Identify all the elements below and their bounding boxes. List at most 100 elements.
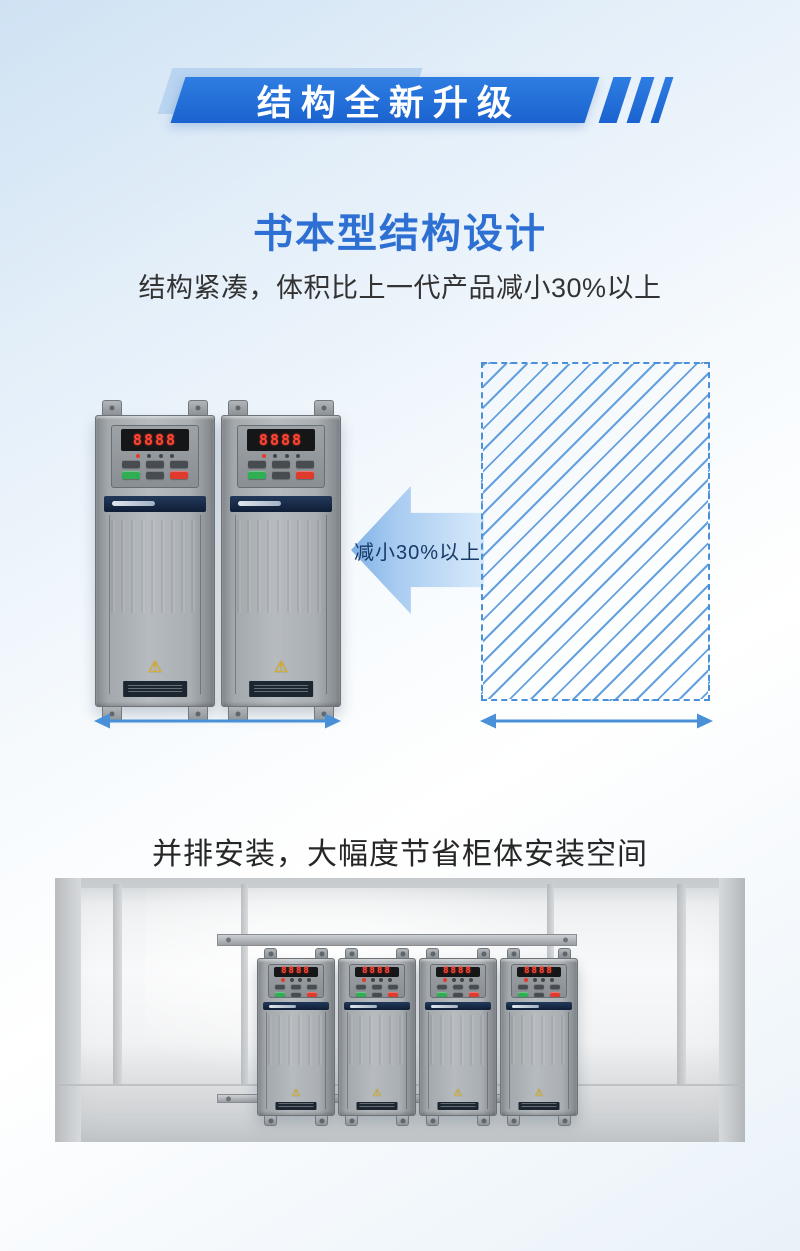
mounting-tab-icon — [396, 1116, 409, 1126]
keypad-panel: 8888 — [237, 424, 325, 489]
brand-logo — [430, 1004, 458, 1008]
heatsink-ribs — [237, 520, 325, 614]
keypad-keys — [274, 983, 318, 997]
run-key — [355, 991, 366, 997]
display-digits: 8888 — [281, 966, 311, 977]
inverter-device: 8888 ⚠ — [95, 400, 215, 722]
installation-photo: 8888 ⚠ — [55, 878, 745, 1142]
up-key — [371, 983, 383, 989]
inverter-device: 8888 ⚠ — [221, 400, 341, 722]
banner-ribbon: 结构全新升级 — [170, 77, 600, 123]
mounting-tabs — [257, 948, 335, 958]
product-label — [356, 1101, 398, 1111]
menu-key — [247, 460, 266, 469]
seven-segment-display: 8888 — [246, 429, 316, 452]
menu-key — [355, 983, 366, 989]
width-arrow-new-icon — [94, 713, 341, 729]
seven-segment-display: 8888 — [355, 967, 399, 977]
display-digits: 8888 — [258, 430, 304, 449]
brand-strip — [104, 495, 206, 512]
installed-inverter-row: 8888 ⚠ — [257, 948, 578, 1126]
mounting-feet — [257, 1116, 335, 1126]
product-label — [249, 681, 313, 698]
previous-generation-size-outline — [481, 362, 710, 701]
inverter-device: 8888 ⚠ — [500, 948, 578, 1126]
menu-key — [121, 460, 140, 469]
mounting-tab-icon — [228, 400, 248, 415]
display-digits: 8888 — [132, 430, 178, 449]
new-product-pair: 8888 ⚠ — [95, 400, 341, 722]
width-arrow-old-icon — [480, 713, 713, 729]
shift-key — [469, 983, 480, 989]
heatsink-ribs — [510, 1015, 568, 1066]
keypad-panel: 8888 — [510, 963, 568, 998]
run-key — [247, 471, 266, 480]
mounting-tab-icon — [345, 1116, 358, 1126]
warning-icon: ⚠ — [291, 1087, 301, 1099]
mounting-tab-icon — [426, 948, 439, 958]
inverter-device: 8888 ⚠ — [257, 948, 335, 1126]
warning-icon: ⚠ — [273, 658, 289, 676]
brand-logo — [349, 1004, 377, 1008]
mounting-tabs — [95, 400, 215, 415]
mounting-tab-icon — [315, 948, 328, 958]
inverter-body: 8888 ⚠ — [257, 958, 335, 1116]
shift-key — [296, 460, 315, 469]
heatsink-ribs — [429, 1015, 487, 1066]
warning-icon: ⚠ — [372, 1087, 382, 1099]
seven-segment-display: 8888 — [436, 967, 480, 977]
shift-key — [307, 983, 318, 989]
indicator-leds — [520, 978, 558, 983]
menu-key — [517, 983, 528, 989]
banner-slash-icon — [650, 77, 674, 123]
warning-icon: ⚠ — [147, 658, 163, 676]
mounting-tab-icon — [507, 1116, 520, 1126]
mounting-tabs — [419, 948, 497, 958]
mounting-tab-icon — [188, 400, 208, 415]
seven-segment-display: 8888 — [120, 429, 190, 452]
keypad-panel: 8888 — [267, 963, 325, 998]
product-label — [518, 1101, 560, 1111]
keypad-keys — [517, 983, 561, 997]
banner-slash-icon — [626, 77, 655, 123]
inverter-body: 8888 ⚠ — [95, 415, 215, 707]
brand-logo — [238, 501, 281, 507]
inverter-body: 8888 ⚠ — [221, 415, 341, 707]
window-frame — [677, 884, 686, 1084]
display-digits: 8888 — [524, 966, 554, 977]
indicator-leds — [439, 978, 477, 983]
mounting-tabs — [500, 948, 578, 958]
stop-key — [469, 991, 480, 997]
window-frame — [241, 884, 248, 1084]
keypad-panel: 8888 — [111, 424, 199, 489]
banner: 结构全新升级 — [157, 68, 600, 123]
shift-key — [550, 983, 561, 989]
up-key — [452, 983, 464, 989]
menu-key — [274, 983, 285, 989]
mounting-tab-icon — [314, 400, 334, 415]
mounting-rail-top — [217, 934, 577, 946]
stop-key — [388, 991, 399, 997]
brand-logo — [268, 1004, 296, 1008]
mounting-tab-icon — [264, 948, 277, 958]
shift-key — [170, 460, 189, 469]
keypad-panel: 8888 — [429, 963, 487, 998]
enter-key — [145, 471, 165, 480]
inverter-body: 8888 ⚠ — [419, 958, 497, 1116]
mounting-tab-icon — [477, 948, 490, 958]
brand-strip — [230, 495, 332, 512]
mounting-tab-icon — [507, 948, 520, 958]
run-key — [274, 991, 285, 997]
stop-key — [550, 991, 561, 997]
inverter-device: 8888 ⚠ — [419, 948, 497, 1126]
inverter-body: 8888 ⚠ — [500, 958, 578, 1116]
brand-strip — [263, 1001, 329, 1011]
keypad-panel: 8888 — [348, 963, 406, 998]
keypad-keys — [436, 983, 480, 997]
banner-slash-icon — [598, 77, 632, 123]
mounting-tab-icon — [558, 948, 571, 958]
mounting-tab-icon — [345, 948, 358, 958]
menu-key — [436, 983, 447, 989]
wall-pillar-left — [55, 878, 81, 1142]
enter-key — [452, 991, 464, 997]
